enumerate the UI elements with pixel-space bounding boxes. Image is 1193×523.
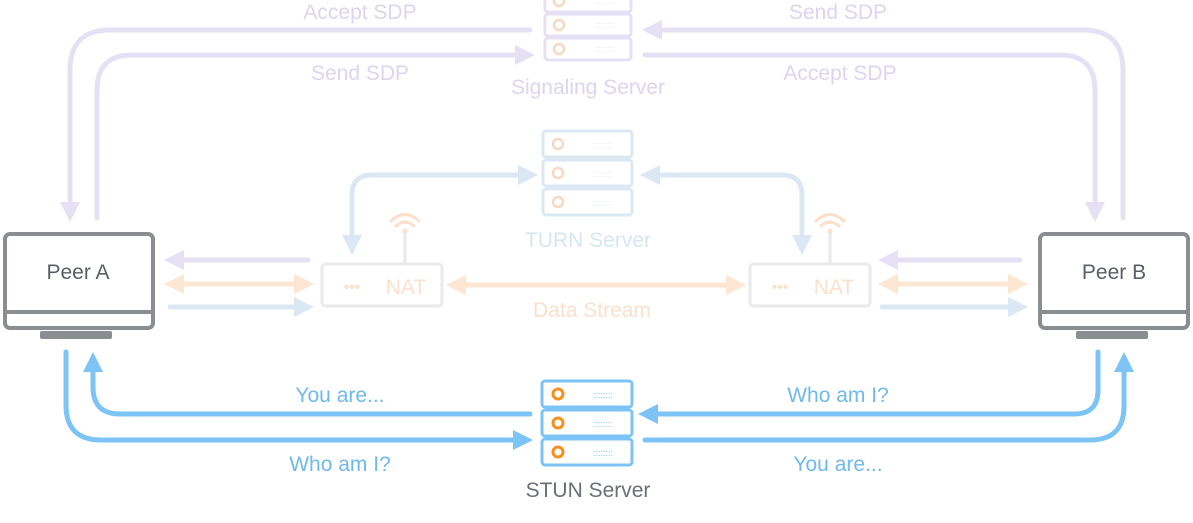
turn-connectors bbox=[342, 165, 812, 255]
nat-right-label: NAT bbox=[814, 276, 855, 299]
stun-right-bottom-label: You are... bbox=[793, 453, 882, 476]
nat-left-dots: ••• bbox=[344, 279, 361, 296]
svg-text:::::::::: :::::::: bbox=[592, 169, 612, 179]
svg-text:::::::::: :::::::: bbox=[595, 44, 615, 54]
svg-text:::::::::: :::::::: bbox=[595, 20, 615, 30]
stun-left-top-label: You are... bbox=[295, 384, 384, 407]
svg-text:::::::::: :::::::: bbox=[593, 390, 613, 400]
stun-left-bottom-label: Who am I? bbox=[289, 453, 391, 476]
svg-text:::::::::: :::::::: bbox=[593, 448, 613, 458]
signaling-connectors bbox=[60, 20, 1126, 222]
stun-server-label: STUN Server bbox=[526, 479, 651, 502]
nat-left: ••• NAT bbox=[320, 213, 444, 308]
stun-connectors bbox=[63, 349, 1134, 450]
svg-text:::::::::: :::::::: bbox=[595, 0, 615, 6]
svg-text:::::::::: :::::::: bbox=[592, 140, 612, 150]
turn-server-label: TURN Server bbox=[525, 229, 651, 252]
nat-left-label: NAT bbox=[386, 276, 427, 299]
peer-a-monitor bbox=[3, 232, 155, 339]
svg-text:::::::::: :::::::: bbox=[592, 198, 612, 208]
stun-right-top-label: Who am I? bbox=[787, 384, 889, 407]
wifi-icon bbox=[814, 213, 846, 264]
signaling-left-top-label: Accept SDP bbox=[303, 1, 416, 24]
wifi-icon bbox=[389, 213, 421, 264]
stun-server: :::::::: :::::::: :::::::: bbox=[540, 379, 634, 467]
turn-server: :::::::: :::::::: :::::::: bbox=[541, 129, 634, 217]
peer-b-label: Peer B bbox=[1082, 261, 1146, 284]
peer-a-nat-connectors bbox=[164, 250, 314, 317]
data-stream-label: Data Stream bbox=[533, 299, 651, 322]
signaling-left-bottom-label: Send SDP bbox=[311, 62, 409, 85]
signaling-right-bottom-label: Accept SDP bbox=[783, 62, 896, 85]
nat-right-dots: ••• bbox=[772, 279, 789, 296]
svg-text:::::::::: :::::::: bbox=[593, 419, 613, 429]
nat-right: ••• NAT bbox=[748, 213, 872, 308]
signaling-right-top-label: Send SDP bbox=[789, 1, 887, 24]
peer-b-nat-connectors bbox=[878, 250, 1028, 317]
signaling-server: :::::::: :::::::: :::::::: bbox=[543, 0, 633, 62]
peer-b-monitor bbox=[1038, 232, 1190, 339]
signaling-server-label: Signaling Server bbox=[511, 76, 665, 99]
peer-a-label: Peer A bbox=[46, 261, 109, 284]
